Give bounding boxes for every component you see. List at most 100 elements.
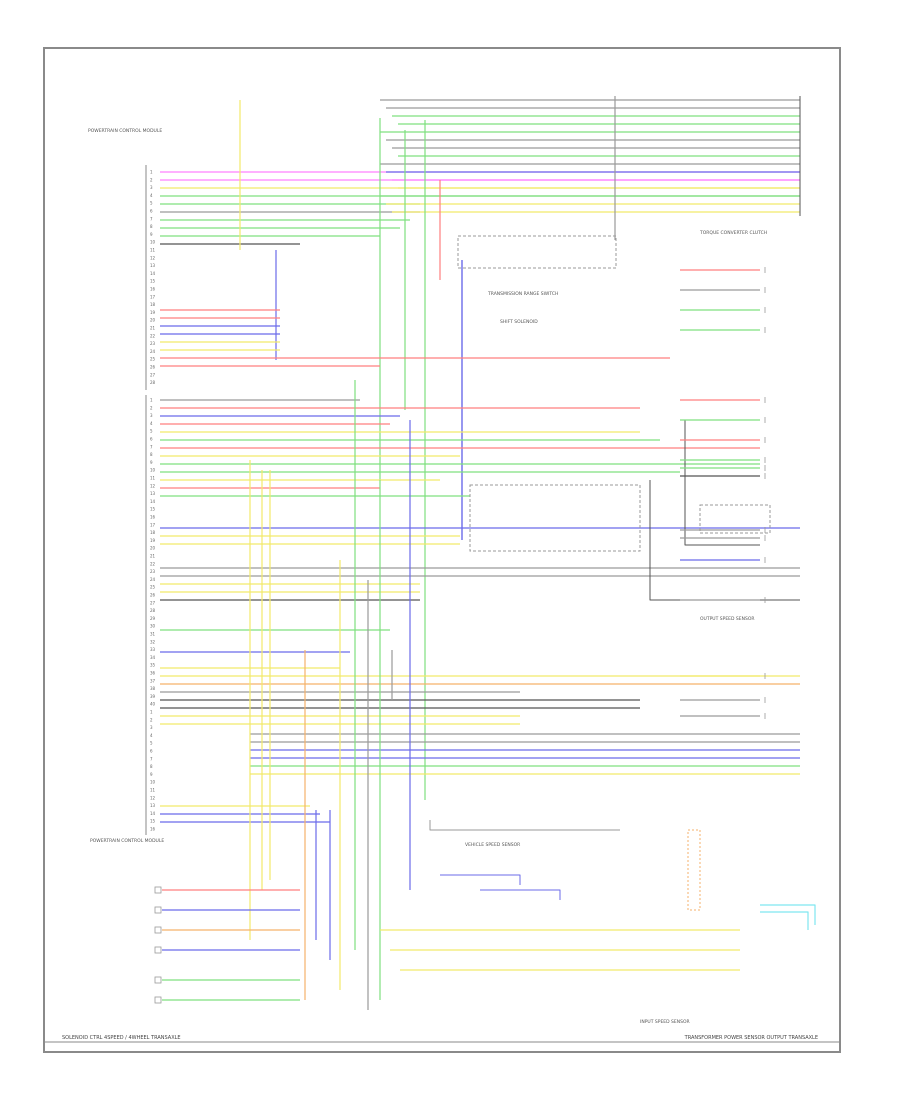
ecm-top-label: POWERTRAIN CONTROL MODULE [88,128,162,134]
horizontal-wire [480,889,561,900]
pin-number: 1 [150,170,153,175]
pin-number: 3 [150,725,153,730]
output-speed-label: OUTPUT SPEED SENSOR [700,616,755,622]
pin-number: 39 [150,694,156,699]
trans-pin [154,886,162,894]
pin-number: 22 [150,561,156,566]
pin-number: 27 [150,600,156,605]
pin-number: 15 [150,279,156,284]
pin-number: 20 [150,546,156,551]
pin-number: 4 [150,421,153,426]
trans-switch-label: TRANSMISSION RANGE SWITCH [487,291,558,297]
pin-number: 6 [150,437,153,442]
trans-pin [154,996,162,1004]
footer-right-caption: TRANSFORMER POWER SENSOR OUTPUT TRANSAXL… [684,1035,818,1041]
component-box [687,829,701,911]
pin-number: 21 [150,326,156,331]
pin-number: 16 [150,515,156,520]
pin-number: 28 [150,608,156,613]
ecm-top-connector: 1234567891011121314151617181920212223242… [145,165,156,390]
cyan-wire [760,911,809,930]
pin-number: 5 [150,741,153,746]
pin-number: 13 [150,803,156,808]
pin-number: 34 [150,655,156,660]
diagram-frame [43,47,841,1053]
trans-pin [154,946,162,954]
pin-number: 12 [150,255,156,260]
pin-number: 9 [150,772,153,777]
pin-number: 19 [150,538,156,543]
tcc-label: TORQUE CONVERTER CLUTCH [699,230,767,236]
pin-number: 29 [150,616,156,621]
pin-number: 11 [150,248,156,253]
pin-number: 2 [150,177,153,182]
pin-number: 6 [150,209,153,214]
pin-number: 9 [150,232,153,237]
pin-number: 7 [150,756,153,761]
pin-number: 8 [150,764,153,769]
pin-number: 3 [150,185,153,190]
pin-number: 40 [150,702,156,707]
pin-number: 14 [150,271,156,276]
pin-number: 14 [150,811,156,816]
pin-number: 33 [150,647,156,652]
right-connector-pins [680,267,766,719]
component-box [457,235,617,269]
pin-number: 19 [150,310,156,315]
pin-number: 2 [150,405,153,410]
pin-number: 14 [150,499,156,504]
pin-number: 18 [150,302,156,307]
horizontal-wire [440,874,521,885]
pin-number: 17 [150,522,156,527]
ground-wire [684,420,760,546]
pin-number: 25 [150,585,156,590]
pin-number: 7 [150,216,153,221]
pin-number: 9 [150,460,153,465]
cyan-wire [760,904,816,925]
pin-number: 15 [150,507,156,512]
pin-number: 4 [150,733,153,738]
pin-number: 16 [150,287,156,292]
ground-wire [649,480,800,601]
pin-number: 10 [150,780,156,785]
pin-number: 18 [150,530,156,535]
pin-number: 10 [150,468,156,473]
pin-number: 5 [150,429,153,434]
footer-left-caption: SOLENOID CTRL 4SPEED / 4WHEEL TRANSAXLE [62,1035,181,1041]
pin-number: 32 [150,639,156,644]
trans-pin [154,976,162,984]
pin-number: 31 [150,632,156,637]
pin-number: 8 [150,452,153,457]
pin-number: 26 [150,365,156,370]
pin-number: 16 [150,827,156,832]
ground-wire [429,820,620,831]
pin-number: 11 [150,476,156,481]
pin-number: 1 [150,710,153,715]
pin-number: 13 [150,491,156,496]
ecm-bottom-connector: 1234567891011121314151617181920212223242… [145,395,156,835]
pin-number: 2 [150,717,153,722]
pin-number: 6 [150,749,153,754]
component-box [699,504,771,534]
trans-pin [154,906,162,914]
pin-number: 36 [150,671,156,676]
pin-number: 10 [150,240,156,245]
pin-number: 23 [150,569,156,574]
pin-number: 12 [150,795,156,800]
vss-label: VEHICLE SPEED SENSOR [465,842,520,848]
shift-solenoid-label: SHIFT SOLENOID [500,319,538,325]
pin-number: 28 [150,380,156,385]
pin-number: 1 [150,398,153,403]
pin-number: 20 [150,318,156,323]
pin-number: 7 [150,444,153,449]
pin-number: 25 [150,357,156,362]
pin-number: 24 [150,349,156,354]
input-speed-label: INPUT SPEED SENSOR [640,1019,690,1025]
pin-number: 15 [150,819,156,824]
pin-number: 24 [150,577,156,582]
pin-number: 13 [150,263,156,268]
pin-number: 17 [150,294,156,299]
pin-number: 23 [150,341,156,346]
trans-pin [154,926,162,934]
